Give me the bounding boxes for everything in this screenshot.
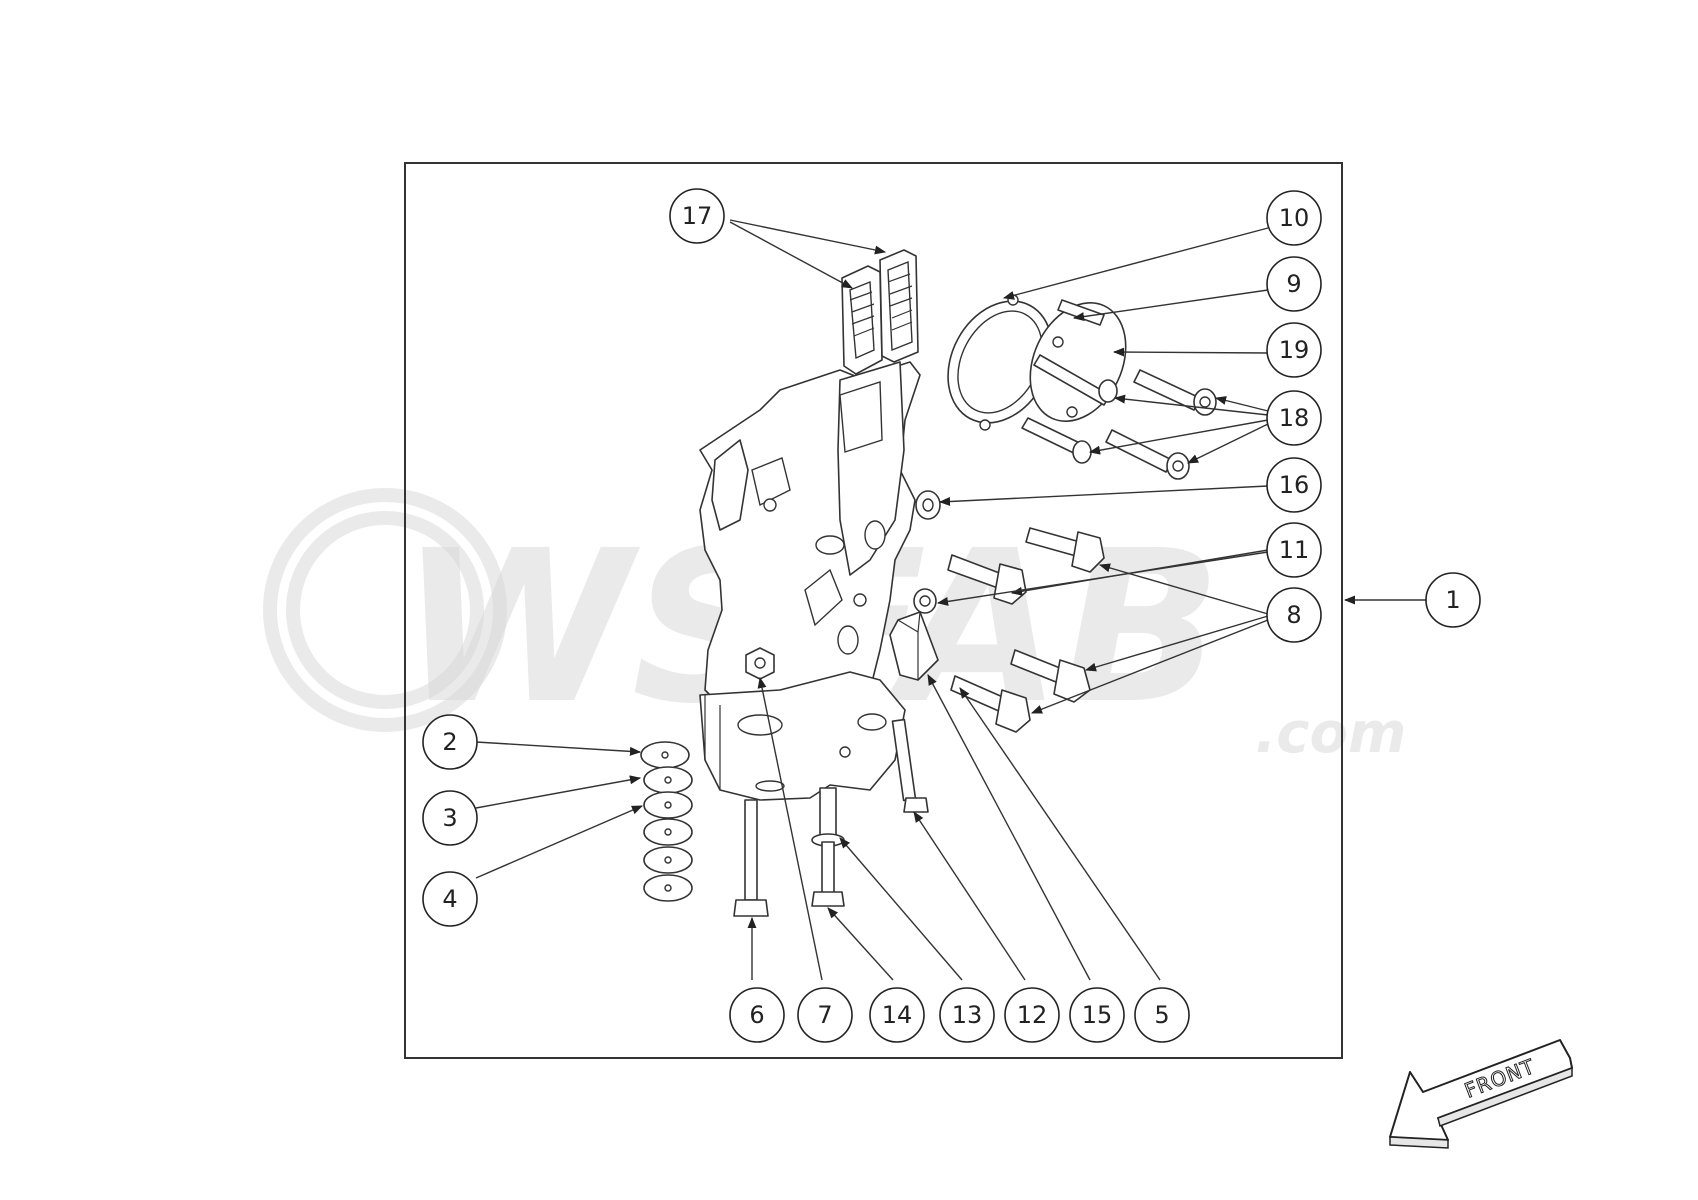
- callout-5: 5: [1134, 987, 1190, 1043]
- part-bolt-12: [891, 718, 929, 813]
- callout-13-label: 13: [952, 1001, 983, 1029]
- callout-16: 16: [1266, 457, 1322, 513]
- callout-2: 2: [422, 714, 478, 770]
- callout-4: 4: [422, 871, 478, 927]
- callout-5-label: 5: [1154, 1001, 1169, 1029]
- parts-layer: [640, 249, 1217, 917]
- callout-18: 18: [1266, 390, 1322, 446]
- part-small-washer: [915, 490, 941, 520]
- callout-14: 14: [869, 987, 925, 1043]
- callout-12-label: 12: [1017, 1001, 1048, 1029]
- callout-17-label: 17: [682, 202, 713, 230]
- callout-19: 19: [1266, 322, 1322, 378]
- callout-13: 13: [939, 987, 995, 1043]
- callout-1: 1: [1425, 572, 1481, 628]
- callout-4-label: 4: [442, 885, 457, 913]
- callout-15-label: 15: [1082, 1001, 1113, 1029]
- part-main-bracket: [699, 361, 921, 801]
- part-gasket-ring: [947, 294, 1053, 431]
- part-slotted-tabs: [841, 249, 919, 375]
- callout-3-label: 3: [442, 804, 457, 832]
- callout-1-label: 1: [1445, 586, 1460, 614]
- callout-16-label: 16: [1279, 471, 1310, 499]
- callout-8: 8: [1266, 587, 1322, 643]
- callout-15: 15: [1069, 987, 1125, 1043]
- callout-9: 9: [1266, 256, 1322, 312]
- part-nut-7: [745, 647, 775, 680]
- callout-3: 3: [422, 790, 478, 846]
- leader-lines: [475, 219, 1428, 981]
- part-hex-bolts: [947, 527, 1105, 733]
- callout-19-label: 19: [1279, 336, 1310, 364]
- callout-14-label: 14: [882, 1001, 913, 1029]
- watermark-suffix: .com: [1255, 701, 1406, 766]
- callout-11-label: 11: [1279, 536, 1310, 564]
- callout-2-label: 2: [442, 728, 457, 756]
- callout-12: 12: [1004, 987, 1060, 1043]
- callout-10: 10: [1266, 190, 1322, 246]
- callout-7: 7: [797, 987, 853, 1043]
- callout-11: 11: [1266, 522, 1322, 578]
- callout-17: 17: [669, 188, 725, 244]
- part-stepped-bolt: [811, 787, 845, 907]
- drawing-frame: [404, 162, 1343, 1059]
- callout-7-label: 7: [817, 1001, 832, 1029]
- front-direction-arrow: FRONT: [1389, 1039, 1573, 1149]
- part-washer-stack: [640, 741, 693, 902]
- part-long-bolt: [733, 799, 769, 917]
- callout-6: 6: [729, 987, 785, 1043]
- callout-6-label: 6: [749, 1001, 764, 1029]
- callout-8-label: 8: [1286, 601, 1301, 629]
- part-nut-11: [913, 588, 937, 614]
- callout-18-label: 18: [1279, 404, 1310, 432]
- callout-10-label: 10: [1279, 204, 1310, 232]
- callout-9-label: 9: [1286, 270, 1301, 298]
- part-spacer-block: [889, 611, 939, 681]
